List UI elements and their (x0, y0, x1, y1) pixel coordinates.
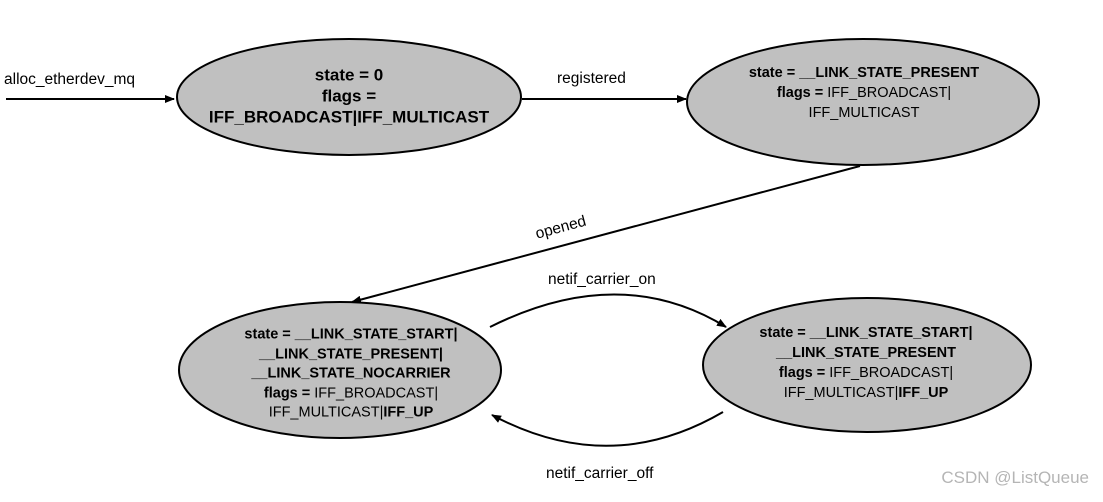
state-value-continued: __LINK_STATE_PRESENT (776, 345, 956, 361)
state-value: __LINK_STATE_START| (294, 326, 458, 343)
flags-value-continued: IFF_MULTICAST| (783, 385, 899, 401)
state-opened-carrier-text: state = __LINK_STATE_START| __LINK_STATE… (759, 323, 972, 403)
carrier-off-arrow (491, 411, 724, 447)
flags-value-up: IFF_UP (383, 404, 434, 421)
state-value: __LINK_STATE_PRESENT (799, 65, 980, 81)
state-initial-flags-value: IFF_BROADCAST|IFF_MULTICAST (208, 107, 490, 127)
flags-label: flags = (776, 85, 828, 101)
state-opened-carrier-node (702, 297, 1032, 433)
state-registered-node (686, 38, 1040, 166)
registered-label: registered (557, 70, 626, 87)
watermark: CSDN @ListQueue (941, 468, 1089, 487)
flags-value-continued: IFF_MULTICAST| (268, 404, 384, 421)
flags-value-continued: IFF_MULTICAST (808, 105, 920, 121)
state-registered-text: state = __LINK_STATE_PRESENT flags = IFF… (749, 63, 979, 123)
flags-label: flags = (778, 365, 830, 381)
state-label: state = (244, 326, 295, 343)
carrier-on-arrow (489, 293, 727, 328)
flags-value-up: IFF_UP (898, 385, 949, 401)
state-value-continued: __LINK_STATE_PRESENT| (258, 345, 443, 362)
carrier-on-label: netif_carrier_on (548, 271, 656, 288)
state-initial-flags-line: flags = (321, 86, 377, 106)
state-opened-no-carrier-node (178, 301, 502, 439)
entry-label: alloc_etherdev_mq (4, 71, 135, 88)
state-initial-node (176, 38, 522, 156)
opened-label: opened (534, 213, 588, 243)
carrier-off-label: netif_carrier_off (546, 465, 654, 482)
state-label: state = (748, 65, 800, 81)
flags-value: IFF_BROADCAST| (314, 384, 439, 401)
state-label: state = (759, 325, 810, 341)
flags-label: flags = (263, 384, 315, 401)
state-initial-text: state = 0 flags = IFF_BROADCAST|IFF_MULT… (209, 65, 489, 128)
state-initial-line: state = 0 (314, 65, 384, 85)
flags-value: IFF_BROADCAST| (827, 85, 952, 101)
state-value: __LINK_STATE_START| (809, 325, 973, 341)
flags-value: IFF_BROADCAST| (829, 365, 954, 381)
state-value-continued: __LINK_STATE_NOCARRIER (251, 365, 451, 382)
opened-arrow (351, 165, 861, 304)
state-opened-no-carrier-text: state = __LINK_STATE_START| __LINK_STATE… (244, 325, 457, 423)
